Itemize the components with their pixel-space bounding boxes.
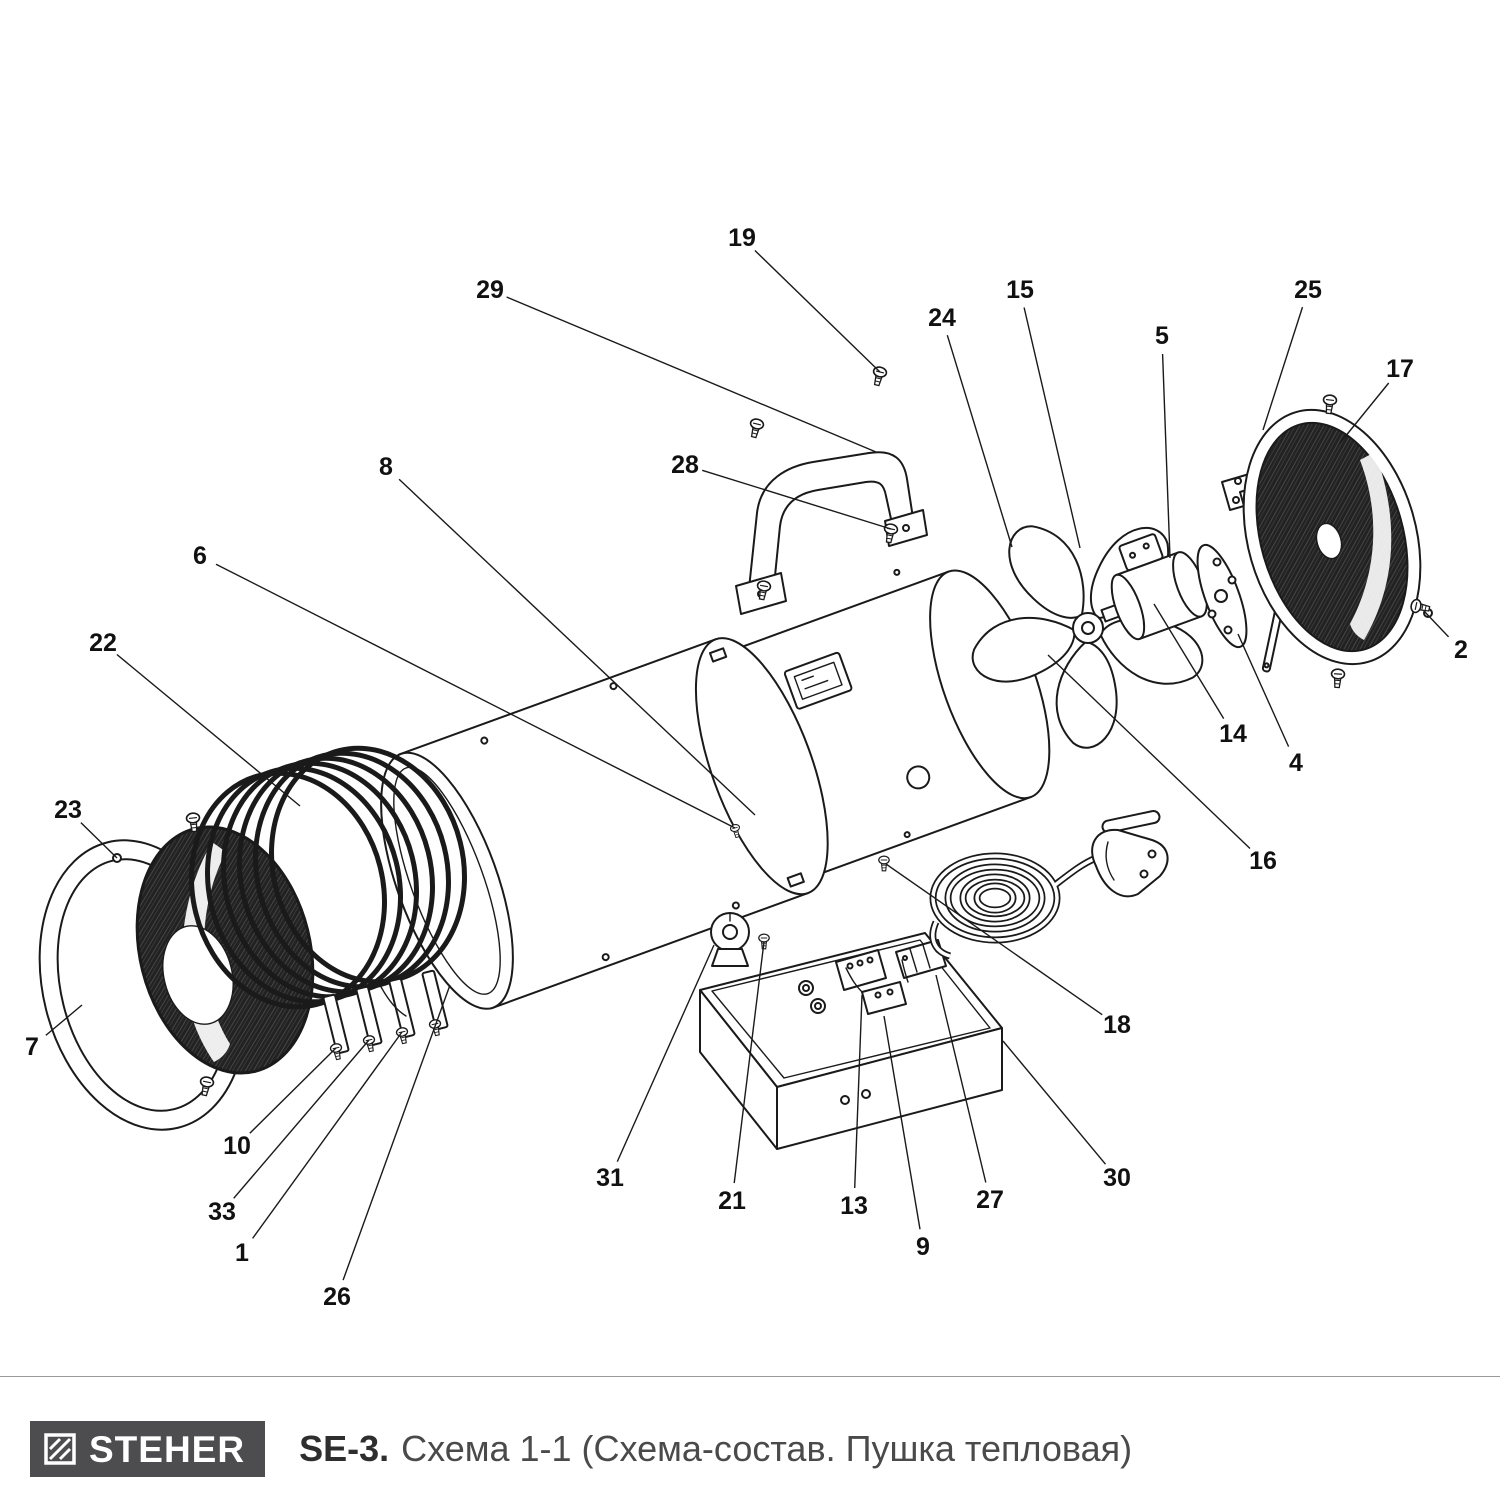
callout-leader-16 bbox=[1047, 654, 1251, 850]
callout-leader-24 bbox=[946, 334, 1013, 548]
callout-label-8: 8 bbox=[379, 453, 393, 481]
callout-leader-9 bbox=[883, 1015, 921, 1230]
steher-logo-text: STEHER bbox=[89, 1428, 246, 1470]
power-plug bbox=[1091, 810, 1169, 898]
rear-grille bbox=[1242, 408, 1433, 666]
callout-leader-25 bbox=[1262, 306, 1304, 431]
callout-leader-28 bbox=[701, 469, 892, 530]
callout-leader-7 bbox=[45, 1004, 83, 1036]
screw-icon bbox=[869, 364, 889, 388]
callout-label-10: 10 bbox=[223, 1132, 251, 1160]
callout-label-22: 22 bbox=[89, 629, 117, 657]
thermostat bbox=[710, 912, 750, 967]
steher-logo: STEHER bbox=[30, 1421, 266, 1477]
body-hole bbox=[906, 765, 931, 790]
callout-label-25: 25 bbox=[1294, 276, 1322, 304]
callout-leader-10 bbox=[249, 1047, 337, 1134]
callout-label-9: 9 bbox=[916, 1233, 930, 1261]
callout-leader-14 bbox=[1153, 603, 1225, 719]
callout-label-13: 13 bbox=[840, 1192, 868, 1220]
callout-labels: 1245678910131415161718192122232425262728… bbox=[25, 224, 1468, 1311]
callout-label-26: 26 bbox=[323, 1283, 351, 1311]
callout-leader-22 bbox=[116, 653, 301, 807]
fan-blade bbox=[971, 525, 1204, 749]
callout-label-6: 6 bbox=[193, 542, 207, 570]
callout-leader-4 bbox=[1237, 633, 1290, 747]
callout-label-23: 23 bbox=[54, 796, 82, 824]
scheme-caption: SE-3. Схема 1-1 (Схема-состав. Пушка тепл… bbox=[299, 1428, 1132, 1470]
front-grille-mesh bbox=[135, 825, 315, 1075]
callout-leader-1 bbox=[252, 1031, 403, 1239]
callout-leader-23 bbox=[80, 822, 118, 859]
callout-leader-27 bbox=[935, 974, 987, 1183]
callout-leader-19 bbox=[754, 249, 881, 373]
callout-leader-21 bbox=[733, 941, 765, 1184]
power-cord bbox=[929, 852, 1098, 960]
callout-label-29: 29 bbox=[476, 276, 504, 304]
callout-leader-lines bbox=[45, 249, 1450, 1281]
main-body bbox=[380, 568, 1051, 1010]
callout-leader-8 bbox=[398, 478, 756, 816]
callout-label-27: 27 bbox=[976, 1186, 1004, 1214]
callout-label-1: 1 bbox=[235, 1239, 249, 1267]
callout-leader-26 bbox=[342, 984, 451, 1281]
callout-leader-5 bbox=[1161, 353, 1171, 559]
carry-handle bbox=[735, 451, 928, 615]
cable-grommets bbox=[798, 980, 826, 1014]
footer-divider bbox=[0, 1376, 1500, 1377]
fan-motor bbox=[1100, 533, 1208, 641]
callout-leader-18 bbox=[885, 863, 1103, 1016]
callout-label-4: 4 bbox=[1289, 749, 1303, 777]
footer: STEHER SE-3. Схема 1-1 (Схема-состав. Пуш… bbox=[0, 1376, 1500, 1477]
body-seam bbox=[694, 637, 829, 896]
callout-leader-33 bbox=[233, 1039, 370, 1199]
screw-icon bbox=[746, 416, 766, 440]
callout-label-15: 15 bbox=[1006, 276, 1034, 304]
callout-label-30: 30 bbox=[1103, 1164, 1131, 1192]
relay bbox=[861, 981, 907, 1015]
callout-leader-13 bbox=[854, 994, 863, 1189]
callout-leader-6 bbox=[215, 563, 736, 829]
callout-leader-2 bbox=[1423, 610, 1450, 638]
callout-label-2: 2 bbox=[1454, 636, 1468, 664]
callout-label-14: 14 bbox=[1219, 720, 1247, 748]
screw-icon bbox=[1329, 667, 1346, 689]
motor-mount-plate bbox=[1196, 543, 1248, 649]
scheme-model: SE-3. bbox=[299, 1428, 390, 1469]
coil-brackets bbox=[322, 969, 449, 1055]
callout-label-7: 7 bbox=[25, 1033, 39, 1061]
callout-label-18: 18 bbox=[1103, 1011, 1131, 1039]
callout-leader-29 bbox=[506, 296, 877, 453]
callout-label-24: 24 bbox=[928, 304, 956, 332]
callout-label-5: 5 bbox=[1155, 322, 1169, 350]
callout-leader-30 bbox=[1002, 1040, 1107, 1165]
callout-label-33: 33 bbox=[208, 1198, 236, 1226]
screw-icon bbox=[878, 855, 890, 872]
callout-label-17: 17 bbox=[1386, 355, 1414, 383]
callout-label-28: 28 bbox=[671, 451, 699, 479]
callout-leader-31 bbox=[616, 944, 715, 1162]
callout-leader-15 bbox=[1023, 307, 1081, 549]
callout-label-16: 16 bbox=[1249, 847, 1277, 875]
scheme-title: Схема 1-1 (Схема-состав. Пушка тепловая) bbox=[401, 1428, 1133, 1469]
steher-logo-icon bbox=[44, 1433, 76, 1465]
rear-grille-highlight bbox=[1350, 452, 1392, 640]
callout-leader-17 bbox=[1339, 382, 1390, 444]
control-box bbox=[699, 932, 1003, 1150]
callout-label-19: 19 bbox=[728, 224, 756, 252]
callout-label-31: 31 bbox=[596, 1164, 624, 1192]
callout-label-21: 21 bbox=[718, 1187, 746, 1215]
contactor bbox=[835, 949, 887, 991]
